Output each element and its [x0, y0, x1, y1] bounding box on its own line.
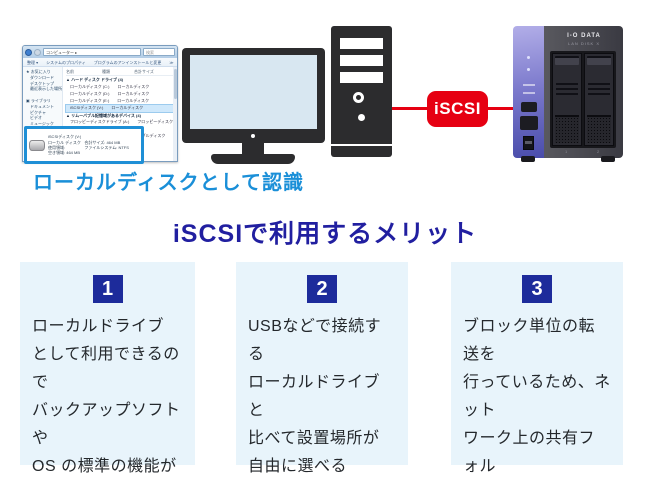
nas-label-mark — [523, 92, 535, 94]
nas-brand-label: I-O DATA — [567, 33, 601, 39]
nas-function-button — [521, 102, 537, 112]
monitor-stand-neck — [242, 143, 264, 154]
bay-vent — [556, 83, 578, 85]
explorer-drive-row: ローカルディスク (E:) ローカルディスク — [66, 97, 149, 103]
nas-status-led — [527, 56, 530, 59]
tower-divider — [331, 144, 392, 146]
nas-drive-bays — [550, 51, 616, 148]
explorer-drive-row: ローカルディスク (D:) ローカルディスク — [66, 90, 150, 96]
nas-label-mark — [523, 84, 535, 86]
scrollbar-thumb — [173, 69, 177, 99]
benefit-number-badge: 3 — [522, 275, 552, 303]
local-disk-caption: ローカルディスクとして認識 — [33, 172, 304, 194]
benefit-text: ローカルドライブ として利用できるので バックアップソフトや OS の標準の機能… — [32, 318, 181, 475]
tower-led — [358, 114, 365, 121]
explorer-scrollbar — [173, 67, 177, 161]
explorer-drive-row: フロッピーディスクドライブ (A:) フロッピーディスク — [66, 119, 173, 125]
hard-disk-icon — [29, 139, 45, 151]
tower-drive-slot — [340, 38, 383, 49]
explorer-search-box: 検索 — [143, 48, 175, 56]
drive-bay — [552, 53, 582, 146]
bay-mesh — [555, 115, 579, 143]
bay-mesh — [587, 115, 611, 143]
tower-power-button-icon — [353, 92, 364, 103]
usb-port-slot — [525, 141, 532, 144]
explorer-iscsi-drive-row: iSCSIディスク (V:) ローカルディスク — [65, 103, 174, 113]
monitor-stand-base — [211, 154, 295, 164]
explorer-address-bar: コンピューター ▸ — [43, 48, 141, 56]
benefit-text: ブロック単位の転送を 行っているため、ネット ワーク上の共有フォル ダーよりも高… — [463, 318, 611, 475]
explorer-drive-row: ローカルディスク (C:) ローカルディスク — [66, 83, 150, 89]
forward-icon — [34, 48, 41, 56]
merits-title: iSCSIで利用するメリット — [172, 220, 478, 248]
benefits-row: 1 ローカルドライブ として利用できるので バックアップソフトや OS の標準の… — [0, 262, 650, 475]
nas-foot — [601, 156, 615, 162]
benefit-number-badge: 2 — [307, 275, 337, 303]
benefit-card-2: 2 USBなどで接続する ローカルドライブと 比べて設置場所が 自由に選べる — [236, 262, 408, 475]
explorer-column-headers: 名前 種類 合計サイズ — [66, 68, 173, 76]
nas-power-button — [520, 116, 538, 130]
tower-drive-slot — [340, 55, 383, 66]
bay-number-label: 1 — [565, 149, 568, 154]
benefit-text: USBなどで接続する ローカルドライブと 比べて設置場所が 自由に選べる — [248, 318, 382, 475]
iscsi-label-badge: iSCSI — [427, 91, 488, 127]
tower-drive-slot — [340, 72, 383, 83]
disk-detail-right: 合計サイズ: 464 MB ファイルシステム: NTFS — [84, 139, 129, 150]
iscsi-connection-diagram: コンピューター ▸ 検索 整理 ▾ システムのプロパティ プログラムのアンインス… — [0, 0, 650, 210]
bay-handle — [555, 56, 579, 65]
explorer-window-screenshot: コンピューター ▸ 検索 整理 ▾ システムのプロパティ プログラムのアンインス… — [22, 45, 178, 162]
benefit-card-3: 3 ブロック単位の転送を 行っているため、ネット ワーク上の共有フォル ダーより… — [451, 262, 623, 475]
monitor-power-led — [251, 134, 255, 138]
explorer-titlebar: コンピューター ▸ 検索 — [23, 46, 177, 58]
bay-vent — [588, 83, 610, 85]
benefit-card-1: 1 ローカルドライブ として利用できるので バックアップソフトや OS の標準の… — [20, 262, 195, 475]
explorer-group-row: ▲ リムーバブル記憶域があるデバイス (4) — [66, 112, 141, 118]
bay-handle — [587, 56, 611, 65]
explorer-toolbar: 整理 ▾ システムのプロパティ プログラムのアンインストールと変更 ≫ — [23, 58, 177, 67]
back-icon — [25, 48, 32, 56]
nas-device: I-O DATA LAN DISK X 1 2 — [513, 26, 623, 162]
bay-number-label: 2 — [597, 149, 600, 154]
drive-bay — [584, 53, 614, 146]
local-disk-detail-callout: iSCSIディスク (V:) ローカル ディスク 使用領域: 空き領域: 464… — [24, 126, 144, 164]
nas-status-led — [527, 68, 530, 71]
nas-foot — [521, 156, 535, 162]
benefit-number-badge: 1 — [92, 275, 123, 303]
explorer-group-row: ▲ ハード ディスク ドライブ (4) — [66, 77, 124, 82]
monitor-screen — [190, 55, 317, 129]
disk-detail-left: iSCSIディスク (V:) ローカル ディスク 使用領域: 空き領域: 464… — [48, 134, 82, 156]
nas-model-label: LAN DISK X — [567, 41, 600, 46]
